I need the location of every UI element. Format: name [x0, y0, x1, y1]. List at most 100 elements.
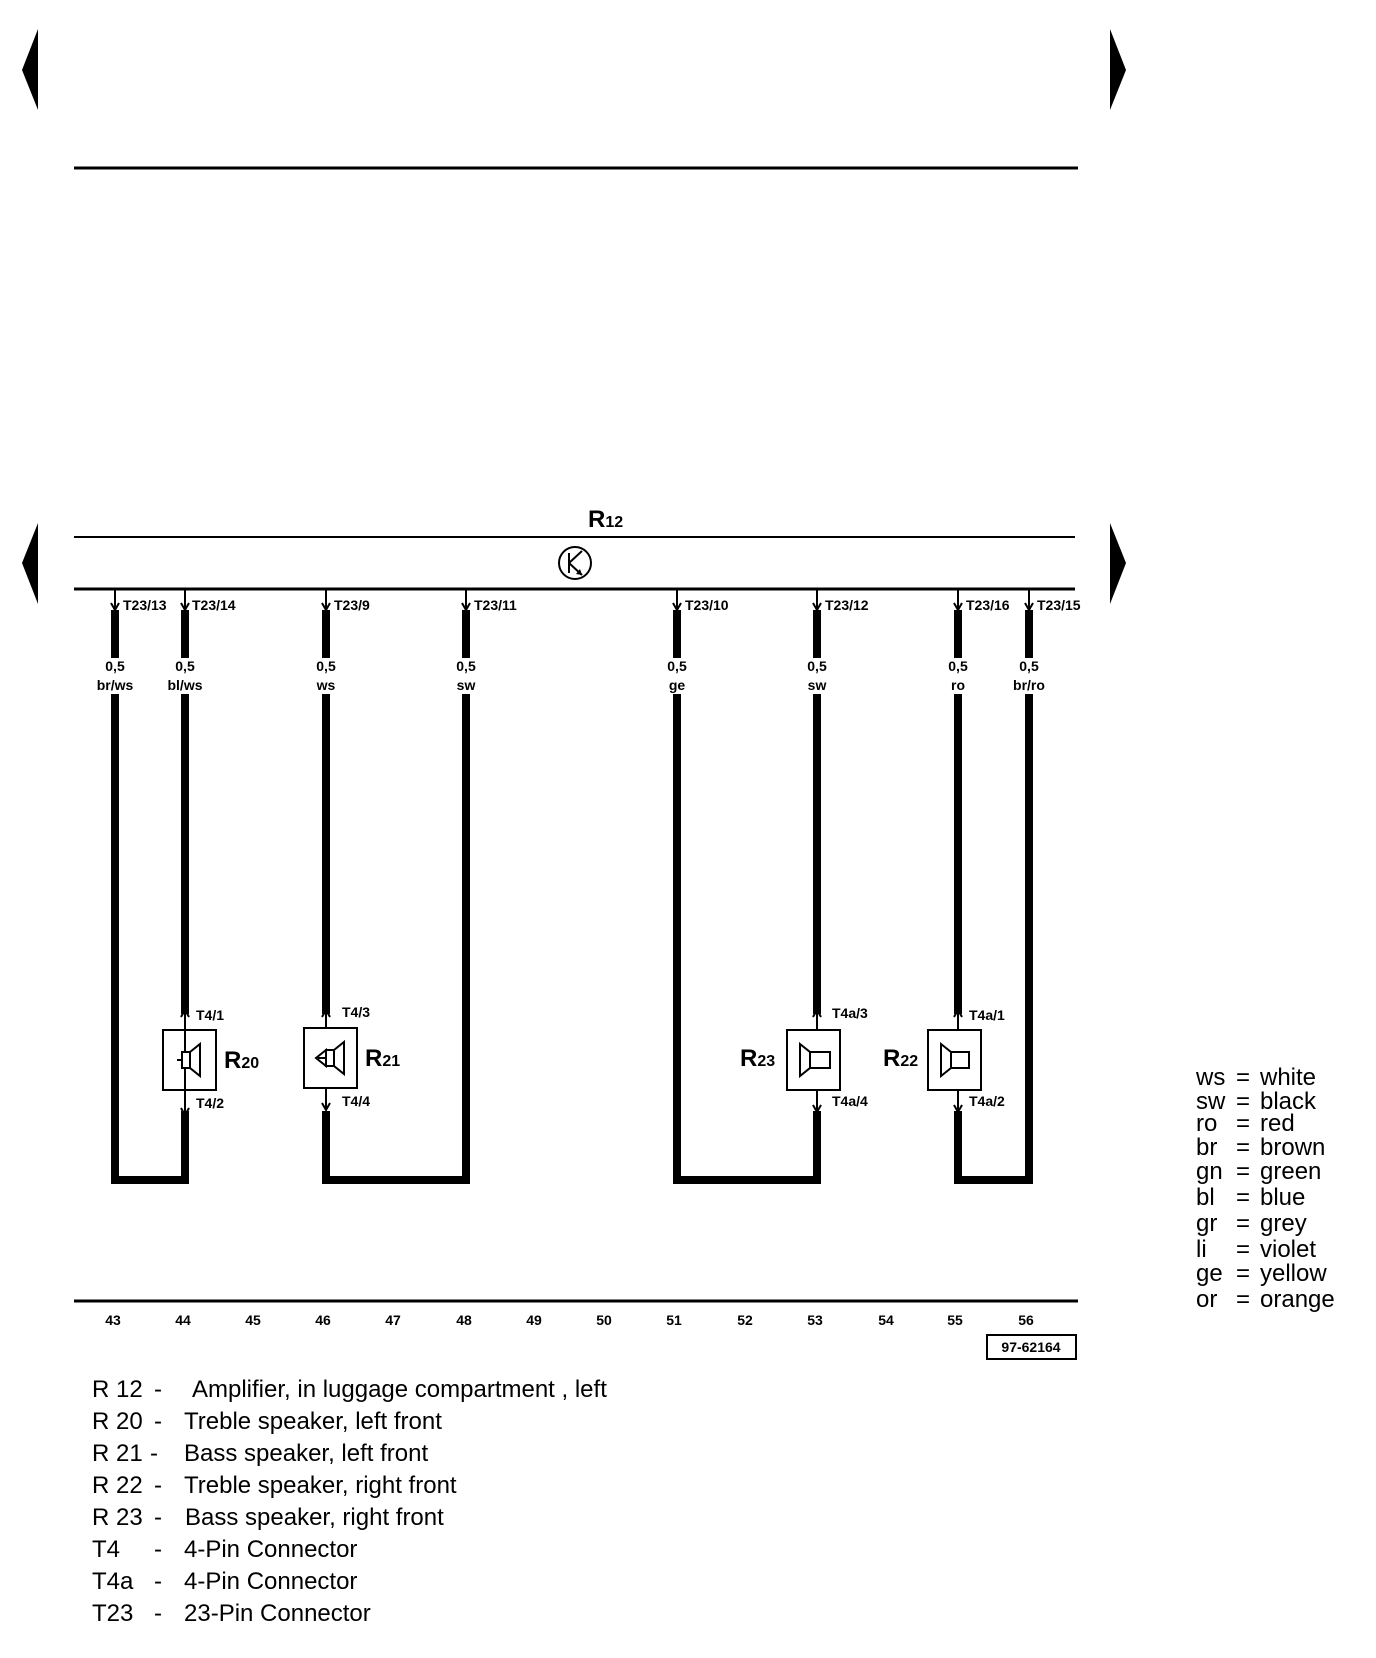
- svg-text:T4/1: T4/1: [196, 1007, 224, 1023]
- wire-runs: [111, 692, 1033, 1184]
- treble-speaker-icon: [177, 1041, 201, 1079]
- track-number: 54: [878, 1312, 894, 1328]
- pin-label: T23/15: [1037, 597, 1081, 613]
- legend-dash: -: [154, 1408, 162, 1435]
- wire-color-label: bl/ws: [167, 677, 202, 693]
- color-abbr: br: [1196, 1134, 1218, 1161]
- wire-size-label: 0,5: [105, 658, 125, 674]
- wire-color-label: ws: [316, 677, 336, 693]
- legend-desc: Bass speaker, right front: [185, 1504, 444, 1531]
- color-name: white: [1260, 1064, 1317, 1091]
- track-number: 49: [526, 1312, 542, 1328]
- legend-code: R 22: [92, 1472, 143, 1499]
- color-eq: =: [1236, 1134, 1251, 1161]
- pin-label: T23/13: [123, 597, 167, 613]
- color-name: orange: [1260, 1286, 1335, 1313]
- track-number: 55: [947, 1312, 963, 1328]
- svg-text:T4a/4: T4a/4: [832, 1093, 868, 1109]
- svg-text:T4a/2: T4a/2: [969, 1093, 1005, 1109]
- prev-page-arrow-icon[interactable]: [22, 29, 38, 110]
- wire-size-label: 0,5: [667, 658, 687, 674]
- track-number: 50: [596, 1312, 612, 1328]
- legend-code: R 12: [92, 1376, 143, 1403]
- color-abbr: ro: [1196, 1110, 1218, 1137]
- color-eq: =: [1236, 1088, 1251, 1115]
- color-abbr: ws: [1196, 1064, 1226, 1091]
- wire-r21-loop: [322, 692, 470, 1184]
- color-abbr: or: [1196, 1286, 1218, 1313]
- wire-size-label: 0,5: [456, 658, 476, 674]
- legend-desc: 4-Pin Connector: [184, 1568, 358, 1595]
- color-abbr: sw: [1196, 1088, 1226, 1115]
- color-eq: =: [1236, 1158, 1251, 1185]
- legend-desc: Treble speaker, right front: [184, 1472, 457, 1499]
- color-eq: =: [1236, 1184, 1251, 1211]
- track-number: 53: [807, 1312, 823, 1328]
- track-number: 48: [456, 1312, 472, 1328]
- pin-label: T23/11: [474, 597, 517, 613]
- pin-label: T23/9: [334, 597, 370, 613]
- speaker-r20: T4/1 T4/2 R20: [162, 1007, 259, 1118]
- wire-color-label: br/ro: [1013, 677, 1045, 693]
- r22-label: R22: [883, 1045, 918, 1072]
- next-section-arrow-icon[interactable]: [1110, 523, 1126, 604]
- wire-stubs: [111, 610, 1033, 660]
- pin-label: T23/16: [966, 597, 1010, 613]
- track-number: 44: [175, 1312, 191, 1328]
- legend-dash: -: [154, 1600, 162, 1627]
- color-name: grey: [1260, 1210, 1307, 1237]
- wire-label-backgrounds: [88, 658, 1055, 694]
- color-name: blue: [1260, 1184, 1306, 1211]
- svg-text:T4/3: T4/3: [342, 1004, 370, 1020]
- color-eq: =: [1236, 1064, 1251, 1091]
- color-name: red: [1260, 1110, 1295, 1137]
- speaker-r21: T4/3 T4/4 R21: [303, 1004, 400, 1113]
- legend-dash: -: [154, 1472, 162, 1499]
- wire-color-label: br/ws: [97, 677, 134, 693]
- legend-code: R 20: [92, 1408, 143, 1435]
- wire-size-label: 0,5: [1019, 658, 1039, 674]
- track-number: 46: [315, 1312, 331, 1328]
- amplifier-label: R12: [588, 506, 623, 533]
- next-page-arrow-icon[interactable]: [1110, 29, 1126, 110]
- svg-text:T4/4: T4/4: [342, 1093, 370, 1109]
- legend-code: R 23: [92, 1504, 143, 1531]
- color-name: yellow: [1260, 1260, 1327, 1287]
- legend-desc: Treble speaker, left front: [184, 1408, 442, 1435]
- track-number: 43: [105, 1312, 121, 1328]
- wire-color-label: sw: [808, 677, 827, 693]
- legend-desc: Bass speaker, left front: [184, 1440, 429, 1467]
- wire-size-label: 0,5: [316, 658, 336, 674]
- reference-box: [986, 1334, 1077, 1360]
- color-eq: =: [1236, 1110, 1251, 1137]
- legend-desc: 4-Pin Connector: [184, 1536, 358, 1563]
- wire-color-label: ro: [951, 677, 965, 693]
- bass-speaker-icon: [314, 1039, 345, 1077]
- wire-size-label: 0,5: [948, 658, 968, 674]
- wire-r20-loop: [111, 692, 189, 1184]
- legend-dash: -: [154, 1376, 162, 1403]
- color-name: violet: [1260, 1236, 1317, 1263]
- color-name: brown: [1260, 1134, 1326, 1161]
- svg-text:T4a/1: T4a/1: [969, 1007, 1005, 1023]
- prev-section-arrow-icon[interactable]: [22, 523, 38, 604]
- track-number: 47: [385, 1312, 401, 1328]
- pin-label: T23/14: [192, 597, 236, 613]
- track-number: 52: [737, 1312, 753, 1328]
- svg-text:T4a/3: T4a/3: [832, 1005, 868, 1021]
- color-eq: =: [1236, 1286, 1251, 1313]
- legend-dash: -: [154, 1568, 162, 1595]
- color-abbr: bl: [1196, 1184, 1215, 1211]
- legend-dash: -: [154, 1536, 162, 1563]
- legend-desc: 23-Pin Connector: [184, 1600, 371, 1627]
- connector-arrow-icons: [110, 590, 1034, 613]
- r23-label: R23: [740, 1045, 775, 1072]
- wire-size-label: 0,5: [175, 658, 195, 674]
- color-eq: =: [1236, 1236, 1251, 1263]
- color-eq: =: [1236, 1260, 1251, 1287]
- wire-size-label: 0,5: [807, 658, 827, 674]
- r21-label: R21: [365, 1045, 400, 1072]
- legend-code: T23: [92, 1600, 134, 1627]
- amplifier-symbol-icon: [558, 546, 592, 580]
